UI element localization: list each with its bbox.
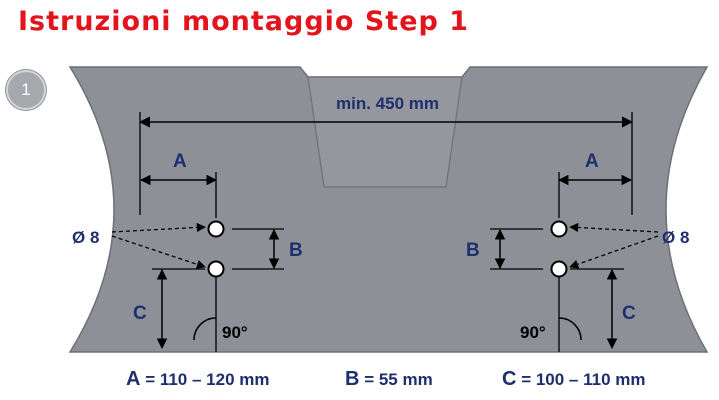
left-hole-leader [111,235,206,269]
right-dimension-a-label: A [585,151,599,172]
left-upper-hole [207,220,225,238]
right-hole-leader [569,235,659,269]
left-angle-label: 90° [222,323,248,342]
legend-item-b: B = 55 mm [345,368,433,391]
center-slot [307,76,463,188]
left-lower-hole [207,260,225,278]
right-angle-label: 90° [520,323,546,342]
left-dimension-a-label: A [173,151,187,172]
left-dimension-c-label: C [133,303,147,324]
right-hole-diameter-label: Ø 8 [662,228,689,247]
legend-key: C [502,368,517,390]
page-title: Istruzioni montaggio Step 1 [18,6,470,37]
legend-item-a: A = 110 – 120 mm [126,368,269,391]
overall-dimension-label: min. 450 mm [336,94,439,113]
right-lower-hole [550,260,568,278]
left-hole-diameter-label: Ø 8 [72,228,99,247]
plate-shape [68,66,709,353]
right-upper-hole [550,220,568,238]
legend-value: = 55 mm [364,370,433,389]
legend-item-c: C = 100 – 110 mm [502,368,645,391]
step-number-badge: 1 [6,70,46,110]
left-angle-arc [193,317,217,341]
legend-value: = 110 – 120 mm [145,370,270,389]
right-hole-leader [569,222,659,233]
right-dimension-c-label: C [622,303,636,324]
legend-key: A [126,368,141,390]
right-angle-arc [558,317,582,341]
right-dimension-b-label: B [466,240,480,261]
legend-key: B [345,368,360,390]
legend-value: = 100 – 110 mm [521,370,646,389]
left-dimension-b-label: B [289,240,303,261]
left-hole-leader [111,222,206,233]
